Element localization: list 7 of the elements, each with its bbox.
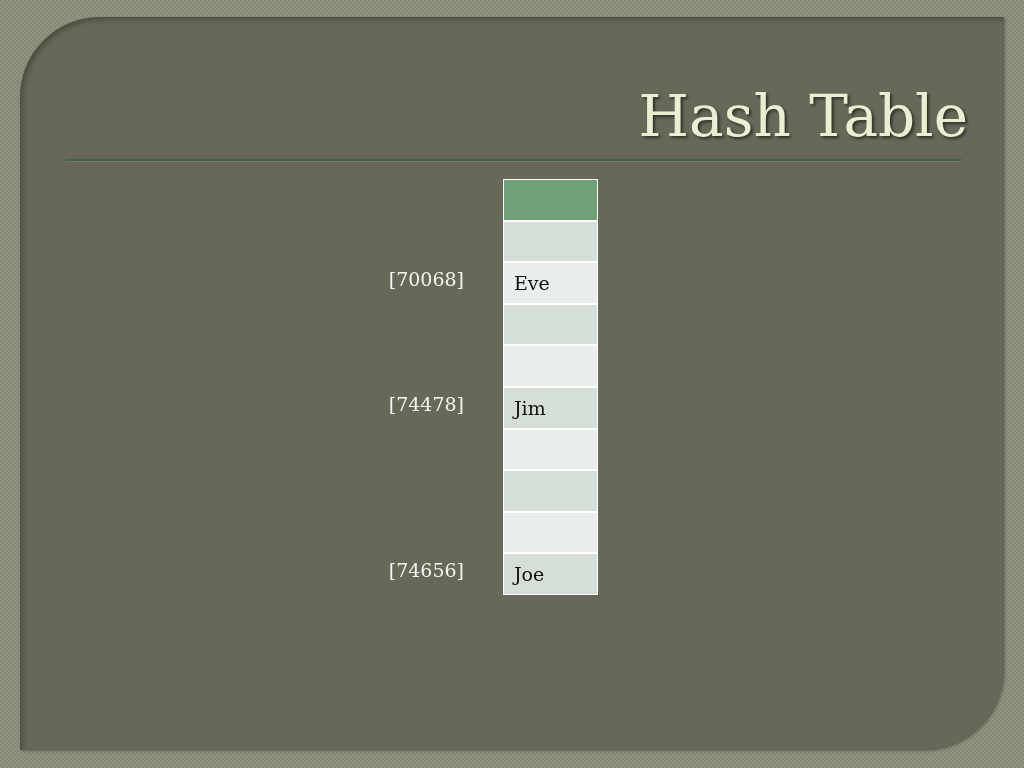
hash-index-label: [70068] [388, 267, 464, 291]
hash-index-label: [74478] [388, 391, 464, 416]
table-cell: Eve [503, 262, 598, 304]
slide-title: Hash Table [638, 81, 968, 151]
table-cell: Joe [503, 553, 598, 595]
hash-index-label: [74656] [388, 558, 464, 583]
table-cell: Jim [503, 387, 598, 429]
